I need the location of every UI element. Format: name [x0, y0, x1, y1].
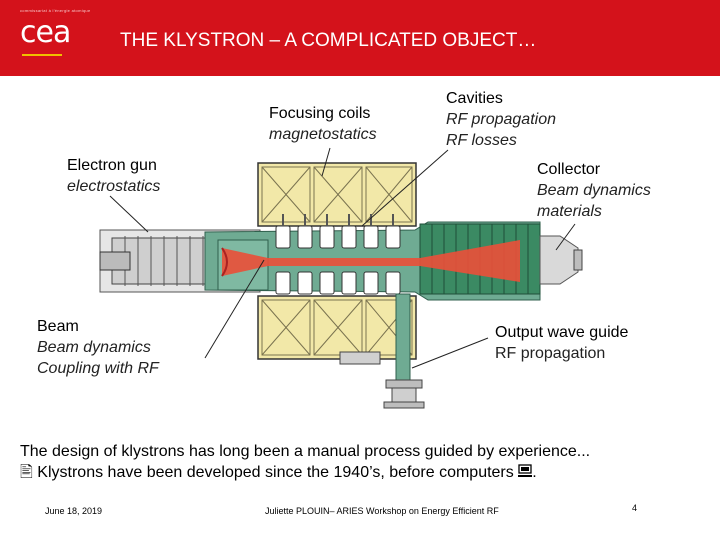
label-collector: Collector Beam dynamics materials [537, 161, 651, 220]
collector-flange [573, 249, 583, 271]
focusing-coil-top [257, 162, 417, 227]
cea-logo: commissariat à l'énergie atomique cea [20, 8, 90, 60]
footer-event: Juliette PLOUIN– ARIES Workshop on Energ… [265, 506, 499, 516]
page-number: 4 [632, 503, 638, 513]
logo-tagline: commissariat à l'énergie atomique [20, 8, 91, 13]
body-line-1: The design of klystrons has long been a … [20, 443, 591, 460]
waveguide-base [383, 401, 425, 409]
logo-text: cea [20, 15, 71, 50]
slide-header: commissariat à l'énergie atomique cea TH… [0, 0, 720, 76]
waveguide-window [391, 387, 417, 403]
focusing-coil-bottom [257, 295, 417, 360]
gun-connector [99, 251, 131, 271]
body-line-2: 🖹 Klystrons have been developed since th… [20, 464, 537, 481]
collector-end-cap [539, 235, 579, 285]
output-waveguide [395, 293, 411, 381]
pointer-lines [109, 147, 576, 369]
label-beam: Beam Beam dynamics Coupling with RF [37, 318, 159, 377]
cavity-tuners [282, 214, 394, 226]
label-focusing-coils: Focusing coils magnetostatics [269, 105, 377, 143]
computer-icon [518, 464, 533, 477]
slide-title: THE KLYSTRON – A COMPLICATED OBJECT… [120, 30, 537, 51]
side-port [339, 351, 381, 365]
label-electron-gun: Electron gun electrostatics [67, 157, 161, 195]
electron-beam [222, 240, 520, 282]
label-cavities: Cavities RF propagation RF losses [446, 90, 556, 149]
coil-top-hatch [261, 166, 413, 223]
footer-date: June 18, 2019 [45, 506, 103, 516]
label-output-wave-guide: Output wave guide RF propagation [495, 324, 629, 362]
logo-underline [22, 54, 62, 56]
body-text: The design of klystrons has long been a … [20, 441, 590, 483]
cathode [221, 247, 228, 277]
waveguide-flange [385, 379, 423, 389]
